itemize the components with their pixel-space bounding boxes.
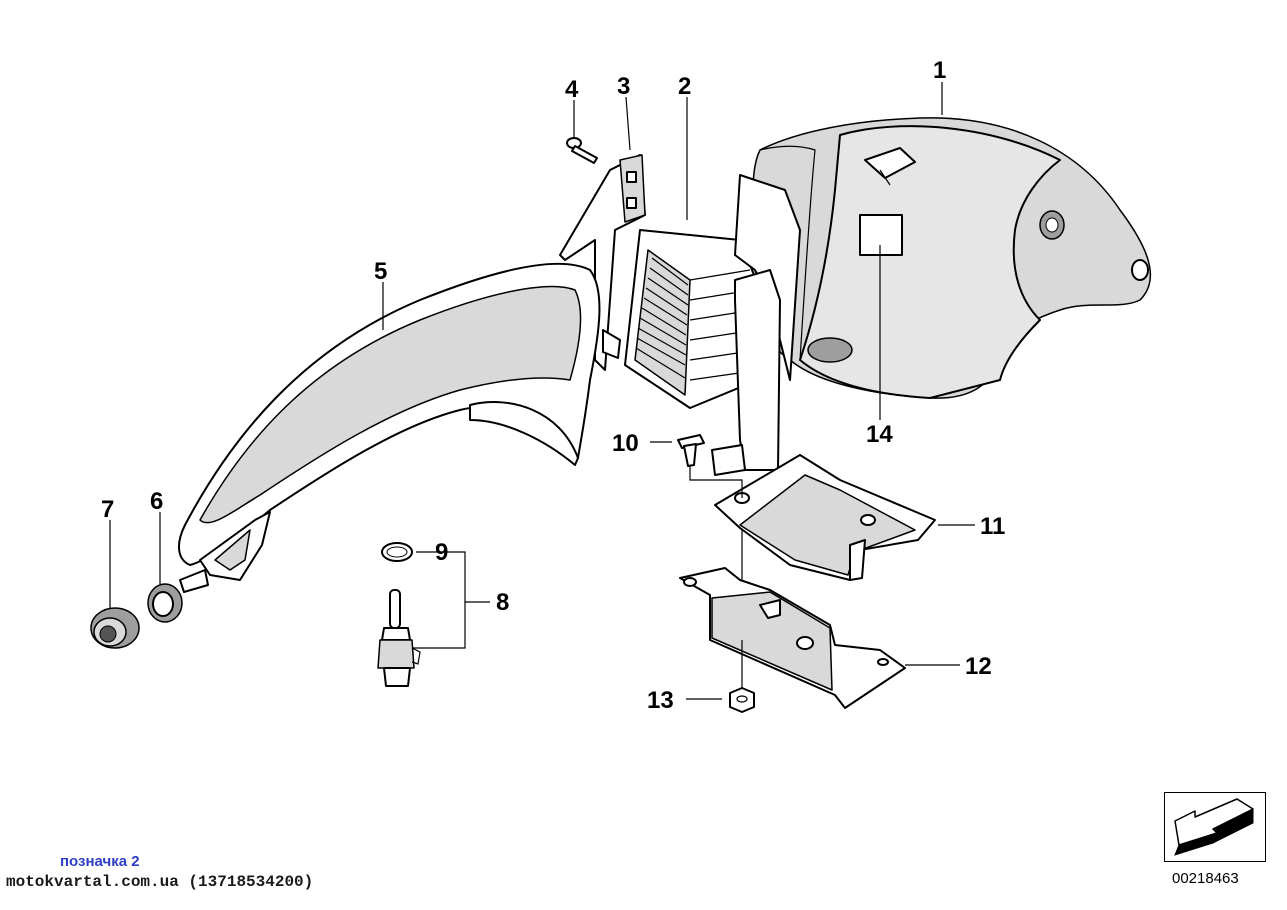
filter-pleats [635,257,689,379]
label-plate [859,214,903,256]
callout-8: 8 [496,589,509,616]
callout-10: 10 [612,430,639,457]
callout-1: 1 [933,57,946,84]
callout-7: 7 [101,496,114,523]
part-6-grommet [147,583,183,623]
part-12-lower-bracket [679,567,906,709]
part-10-screw [677,434,705,467]
callout-2: 2 [678,73,691,100]
callout-9: 9 [435,539,448,566]
callout-14: 14 [866,421,893,448]
stamp-site: motokvartal.com.ua (13718534200) [6,873,314,891]
callout-4: 4 [565,76,579,103]
callout-13: 13 [647,687,674,714]
part-4-screw [566,137,598,164]
part-13-nut [729,687,755,713]
part-8-sensor [377,589,421,687]
part-1-filter-housing [751,117,1152,399]
part-5-intake-duct [178,262,601,593]
part-11-holder-plate [714,454,936,581]
orientation-arrow-icon [1174,798,1254,856]
intake-frame [711,174,801,476]
callout-12: 12 [965,653,992,680]
part-3-bracket [559,154,646,371]
callout-6: 6 [150,488,163,515]
stamp-label: позначка 2 [60,853,140,870]
orientation-arrow-box [1164,792,1266,862]
assembly-lines [689,465,743,688]
part-9-o-ring [381,542,413,562]
callout-5: 5 [374,258,387,285]
callout-3: 3 [617,73,630,100]
diagram-number: 00218463 [1172,870,1239,887]
part-7-cap [90,607,140,649]
callout-11: 11 [980,513,1005,540]
leader-lines [109,82,975,700]
